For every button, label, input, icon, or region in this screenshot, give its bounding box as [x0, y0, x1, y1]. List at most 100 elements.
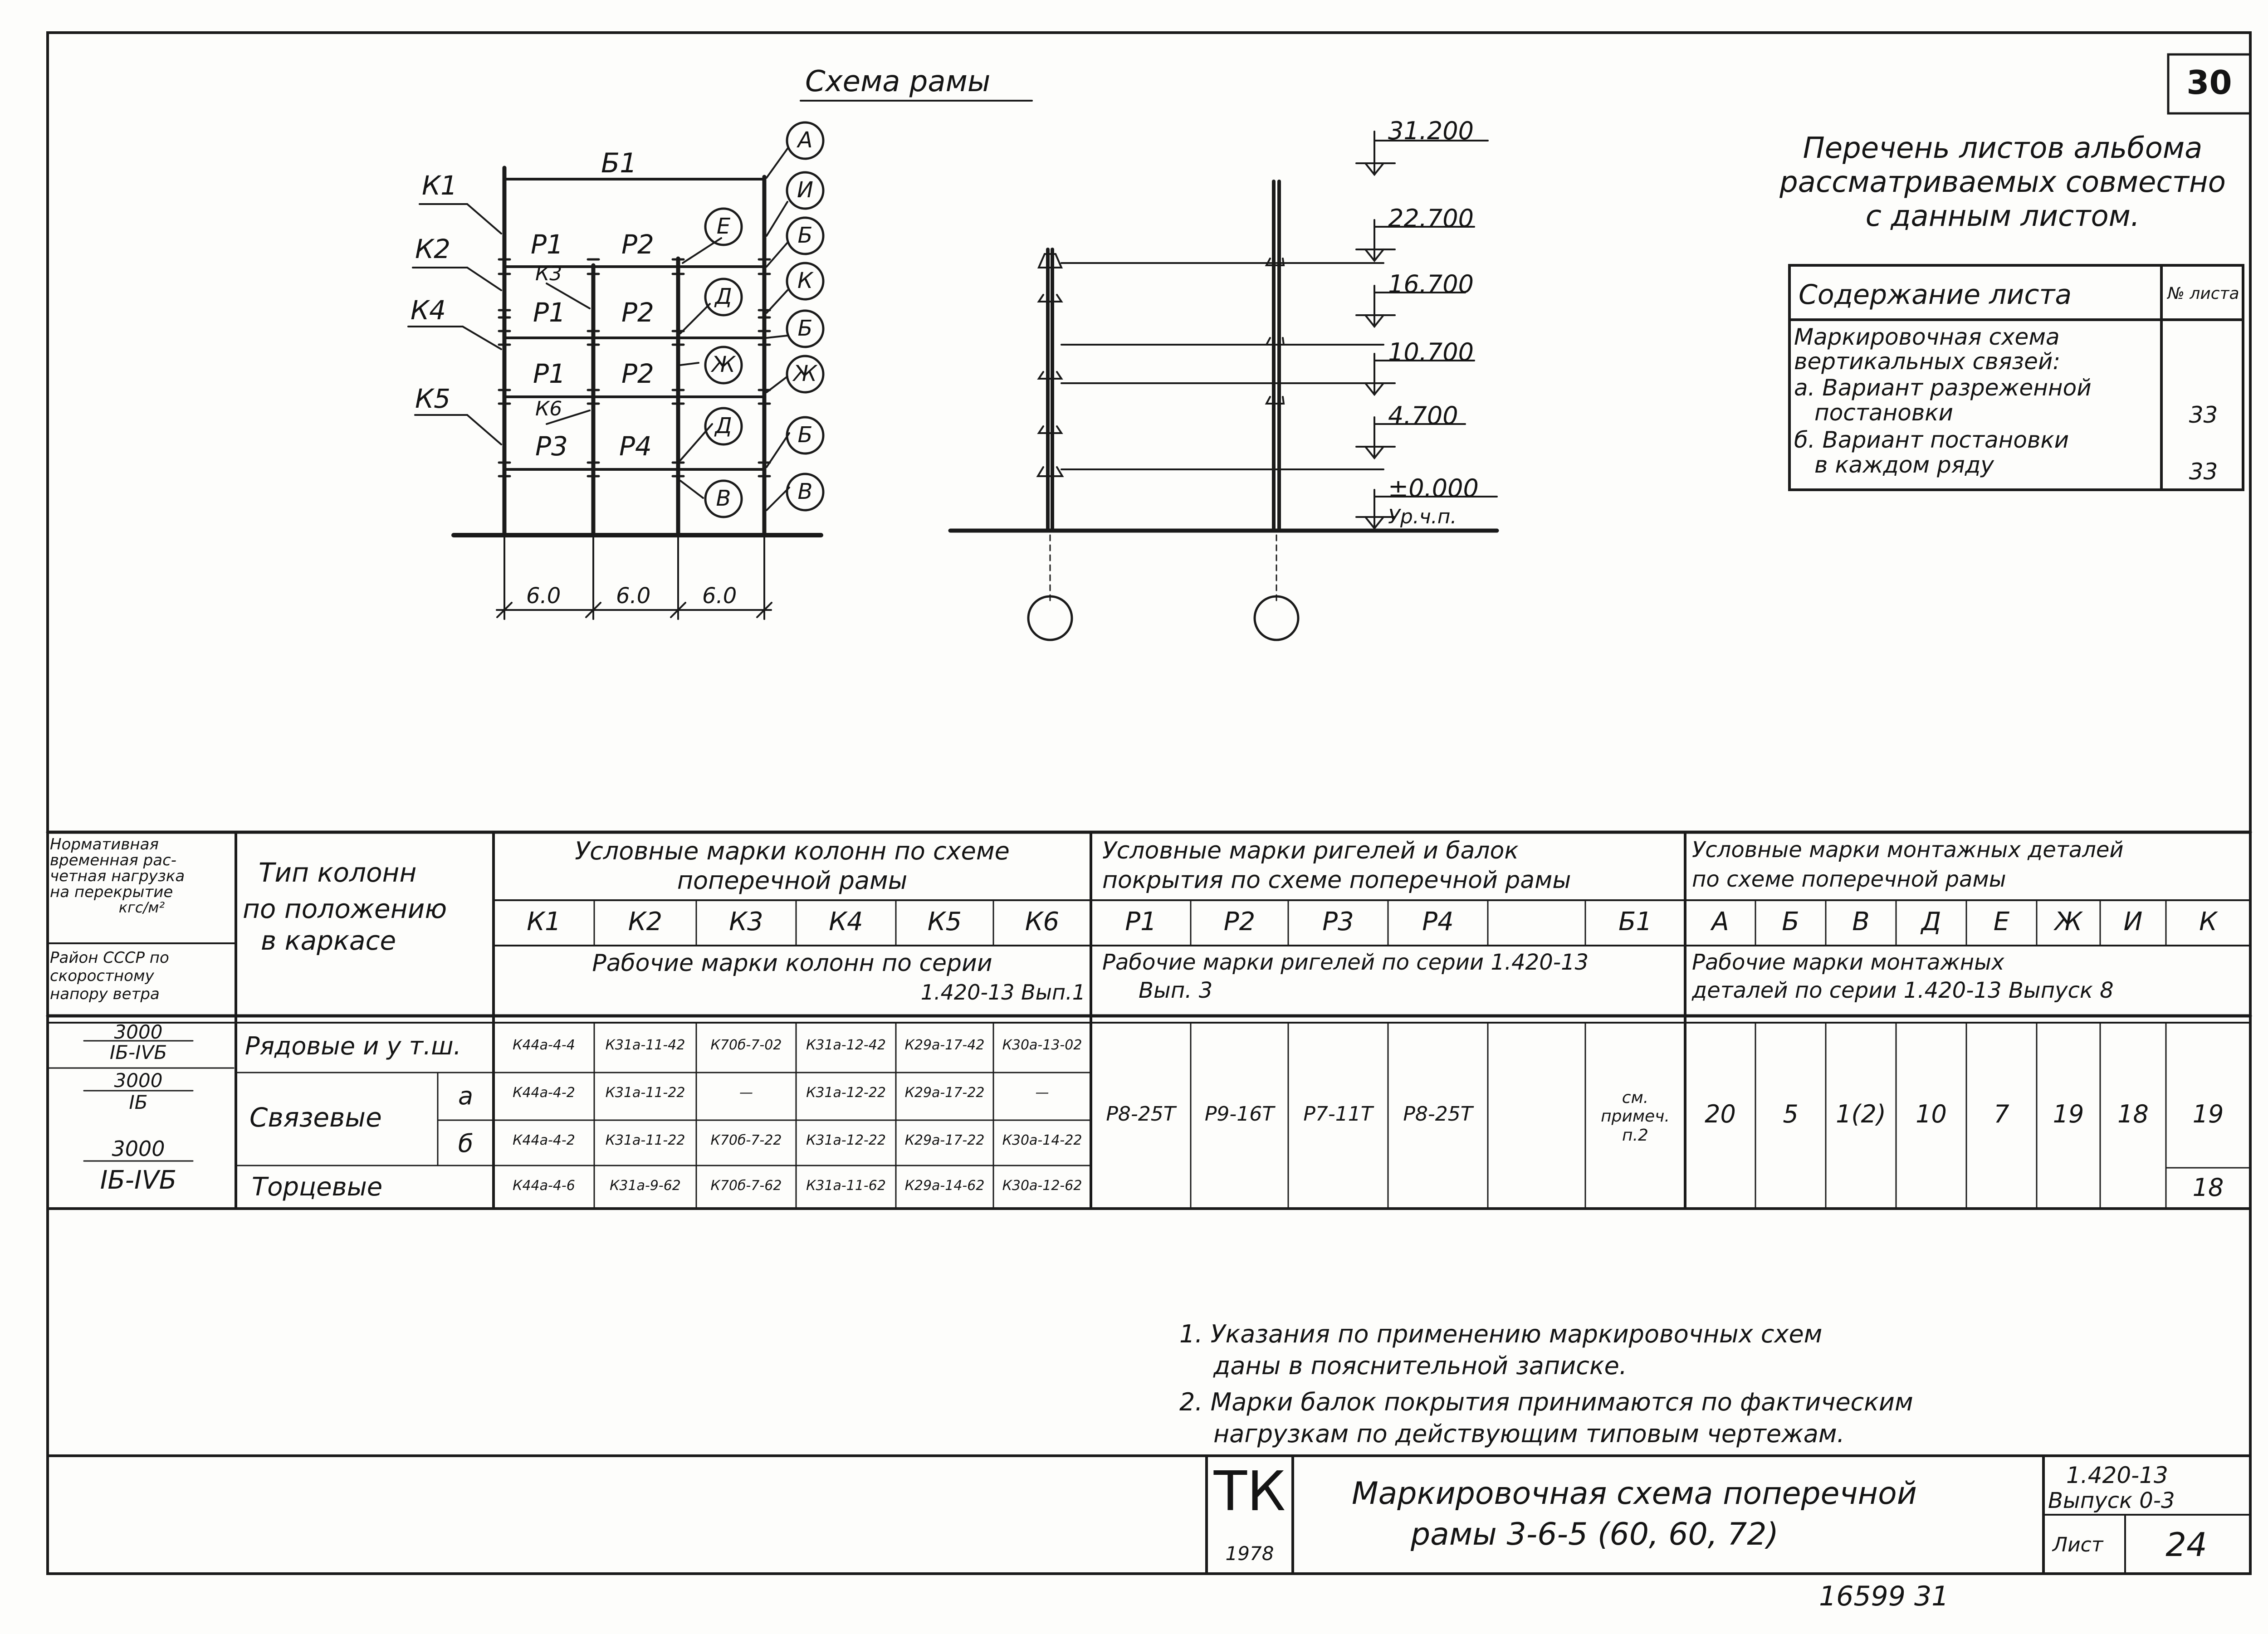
span-dimension: 6.0 — [702, 583, 737, 609]
columns-working-title: 1.420-13 Вып.1 — [920, 980, 1085, 1005]
sheet-list-line: постановки — [1814, 400, 1953, 426]
column-label-k4: К4 — [411, 295, 446, 326]
column-type-header: по положению — [243, 893, 447, 924]
drawing-year: 1978 — [1225, 1542, 1274, 1565]
column-mark-header: К5 — [927, 907, 962, 937]
level-lines — [1061, 262, 1384, 470]
girders-group-title: покрытия по схеме поперечной рамы — [1102, 867, 1571, 894]
elevation-label: 16.700 — [1388, 270, 1474, 298]
detail-marker-label: Д — [715, 413, 732, 439]
detail-mark-header: И — [2123, 907, 2143, 937]
column-sketch-right — [1253, 180, 1300, 641]
columns-group-title: Условные марки колонн по схеме — [575, 837, 1010, 865]
girder-label: Р3 — [535, 431, 568, 462]
note-line: 2. Марки балок покрытия принимаются по ф… — [1179, 1388, 1913, 1416]
sheet-list-sheet-no: 33 — [2189, 458, 2218, 485]
marker-leader-lines — [679, 146, 790, 511]
load-value-top: 3000 — [112, 1136, 165, 1161]
column-mark-cell: К31а-9-62 — [610, 1178, 681, 1194]
load-value-bottom: IБ-IVБ — [109, 1041, 167, 1063]
column-mark-cell: К30а-12-62 — [1002, 1178, 1082, 1194]
girder-label: Р2 — [621, 297, 654, 328]
column-label-k6: К6 — [535, 397, 562, 420]
column-mark-cell: К31а-11-62 — [806, 1178, 886, 1194]
column-mark-cell: К30а-13-02 — [1002, 1037, 1082, 1053]
issue-number: Выпуск 0-3 — [2048, 1488, 2175, 1513]
elevation-label: 31.200 — [1388, 117, 1474, 145]
column-mark-header: К2 — [628, 907, 663, 937]
column-leader-lines — [407, 203, 591, 445]
row-subtype-label: а — [458, 1082, 474, 1110]
column-mark-cell: К31а-11-22 — [605, 1132, 685, 1148]
girder-mark-header: Р1 — [1125, 907, 1157, 937]
detail-marker-label: Ж — [793, 361, 817, 386]
column-mark-cell: К31а-11-42 — [605, 1037, 685, 1053]
frame-girders — [503, 178, 766, 471]
beam-mark-header: Б1 — [1618, 907, 1652, 937]
sheet-list-header-sheet: № листа — [2167, 284, 2239, 303]
column-mark-cell: К31а-12-22 — [806, 1085, 886, 1101]
sheet-list-line: а. Вариант разреженной — [1794, 375, 2092, 401]
detail-mark-cell: 1(2) — [1836, 1100, 1886, 1128]
level-markers — [1355, 131, 1498, 532]
ground-level-label: Ур.ч.п. — [1388, 505, 1457, 528]
column-label-k1: К1 — [422, 170, 458, 201]
girder-mark-header: Р3 — [1322, 907, 1354, 937]
title-block-lines — [46, 1454, 2252, 1575]
girder-label: Р4 — [619, 431, 652, 462]
detail-marker-label: И — [797, 177, 813, 203]
girder-joints — [498, 258, 771, 478]
sheet-list-title: Перечень листов альбома — [1803, 132, 2203, 165]
detail-mark-cell: 20 — [1705, 1100, 1736, 1128]
column-mark-header: К6 — [1025, 907, 1060, 937]
detail-mark-cell: 18 — [2117, 1100, 2149, 1128]
elevation-label: 4.700 — [1388, 401, 1458, 430]
wind-header-line: Район СССР по — [50, 949, 169, 967]
column-mark-cell: — — [1035, 1085, 1049, 1101]
girder-mark-cell: Р8-25Т — [1403, 1102, 1473, 1126]
drawing-title: рамы 3-6-5 (60, 60, 72) — [1411, 1517, 1779, 1552]
column-mark-cell: К70б-7-02 — [710, 1037, 782, 1053]
column-mark-cell: К29а-17-22 — [904, 1085, 985, 1101]
detail-mark-cell: 10 — [1916, 1100, 1947, 1128]
detail-marker-label: Б — [797, 422, 813, 448]
sheet-label: Лист — [2053, 1533, 2103, 1556]
detail-marker-label: Б — [797, 316, 813, 341]
detail-mark-header: Б — [1782, 907, 1799, 937]
girder-label: Р2 — [621, 358, 654, 389]
girders-group-title: Условные марки ригелей и балок — [1102, 837, 1519, 864]
girders-working-title: Рабочие марки ригелей по серии 1.420-13 — [1102, 950, 1589, 975]
drawing-title: Маркировочная схема поперечной — [1352, 1476, 1917, 1512]
detail-marker-label: А — [797, 127, 813, 153]
load-value-top: 3000 — [114, 1021, 163, 1043]
sheet-list-line: вертикальных связей: — [1794, 348, 2061, 375]
girder-mark-header: Р4 — [1422, 907, 1454, 937]
detail-mark-cell: 7 — [1994, 1100, 2009, 1128]
sheet-list-line: в каждом ряду — [1814, 452, 1994, 478]
girder-mark-header: Р2 — [1223, 907, 1256, 937]
load-header-line: на перекрытие — [50, 883, 173, 901]
detail-mark-cell: 19 — [2192, 1100, 2224, 1128]
load-value-top: 3000 — [114, 1069, 163, 1092]
columns-working-title: Рабочие марки колонн по серии — [592, 950, 992, 977]
column-mark-cell: К70б-7-22 — [710, 1132, 782, 1148]
load-value-bottom: IБ-IVБ — [100, 1166, 177, 1195]
detail-mark-header: А — [1711, 907, 1729, 937]
details-group-title: Условные марки монтажных деталей — [1692, 837, 2124, 863]
detail-mark-header: Е — [1993, 907, 2010, 937]
load-header-line: временная рас- — [50, 851, 177, 869]
beam-label: Б1 — [601, 147, 637, 179]
sheet-list-title: рассматриваемых совместно — [1779, 166, 2226, 199]
load-fraction-bars — [83, 1040, 194, 1162]
table-major-columns — [235, 831, 1686, 1210]
detail-marker-label: Б — [797, 223, 813, 248]
column-label-k5: К5 — [415, 383, 451, 414]
elevation-label: 22.700 — [1388, 204, 1474, 233]
girder-label: Р1 — [531, 229, 563, 260]
detail-marker-circles — [704, 121, 825, 518]
archive-number: 16599 31 — [1819, 1580, 1949, 1612]
sheet-list-header-content: Содержание листа — [1799, 279, 2072, 311]
column-mark-cell: К31а-11-22 — [605, 1085, 685, 1101]
